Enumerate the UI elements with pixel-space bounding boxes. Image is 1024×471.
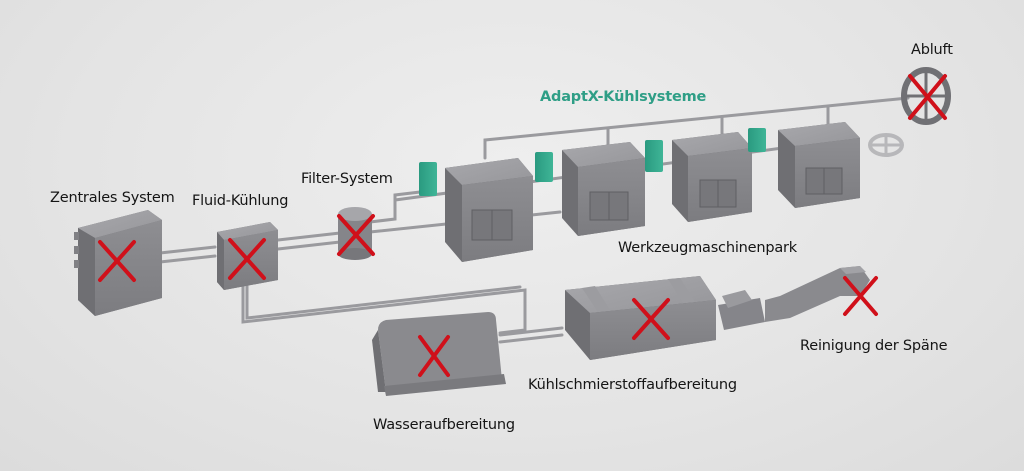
- label-zentrales-system: Zentrales System: [50, 190, 175, 206]
- adaptx-unit-3: [645, 140, 663, 172]
- label-kss-aufbereitung: Kühlschmierstoffaufbereitung: [528, 377, 737, 393]
- label-werkzeugmaschinenpark: Werkzeugmaschinenpark: [618, 240, 797, 256]
- wasseraufbereitung-unit: [372, 312, 506, 396]
- adaptx-unit-4: [748, 128, 766, 152]
- spaene-conveyor-unit: [718, 266, 870, 330]
- filter-to-machines: [368, 190, 422, 224]
- feed-pipe-1: [158, 245, 217, 255]
- kss-feed-pipe: [498, 326, 564, 337]
- adaptx-kuehlsysteme: [419, 128, 766, 196]
- machine-4: [778, 122, 860, 208]
- kss-feed-pipe-2: [498, 333, 564, 344]
- cross-icon-fluid-kuehlung: [228, 238, 266, 280]
- label-fluid-kuehlung: Fluid-Kühlung: [192, 193, 289, 209]
- machine-3: [672, 132, 752, 222]
- adaptx-unit-1: [419, 162, 437, 196]
- cross-icon-abluft: [908, 74, 947, 120]
- label-wasseraufbereitung: Wasseraufbereitung: [373, 417, 515, 433]
- cross-icon-reinigung: [843, 276, 878, 316]
- machine-1: [445, 158, 533, 262]
- pipe-network: [158, 96, 910, 344]
- adaptx-unit-2: [535, 152, 553, 182]
- werkzeugmaschinenpark: [445, 122, 860, 262]
- label-filter-system: Filter-System: [301, 171, 393, 187]
- cross-icon-wasseraufbereitung: [418, 335, 450, 377]
- cross-icon-kss-aufbereitung: [632, 298, 670, 340]
- lower-loop-pipe-2: [245, 280, 522, 320]
- secondary-fan: [868, 133, 904, 157]
- machine-2: [562, 142, 645, 236]
- kss-aufbereitung-unit: [565, 276, 716, 360]
- cross-icon-zentrales-system: [98, 240, 136, 282]
- label-adaptx-kuehlsysteme: AdaptX-Kühlsysteme: [540, 89, 707, 105]
- feed-pipe-4: [276, 240, 342, 251]
- lower-loop-pipe: [241, 280, 527, 335]
- label-reinigung-der-spaene: Reinigung der Späne: [800, 338, 948, 354]
- feed-pipe-3: [276, 231, 342, 242]
- label-abluft: Abluft: [911, 42, 953, 58]
- removed-markers: [98, 74, 947, 377]
- feed-pipe-2: [158, 254, 217, 264]
- cross-icon-filter-system: [337, 214, 375, 256]
